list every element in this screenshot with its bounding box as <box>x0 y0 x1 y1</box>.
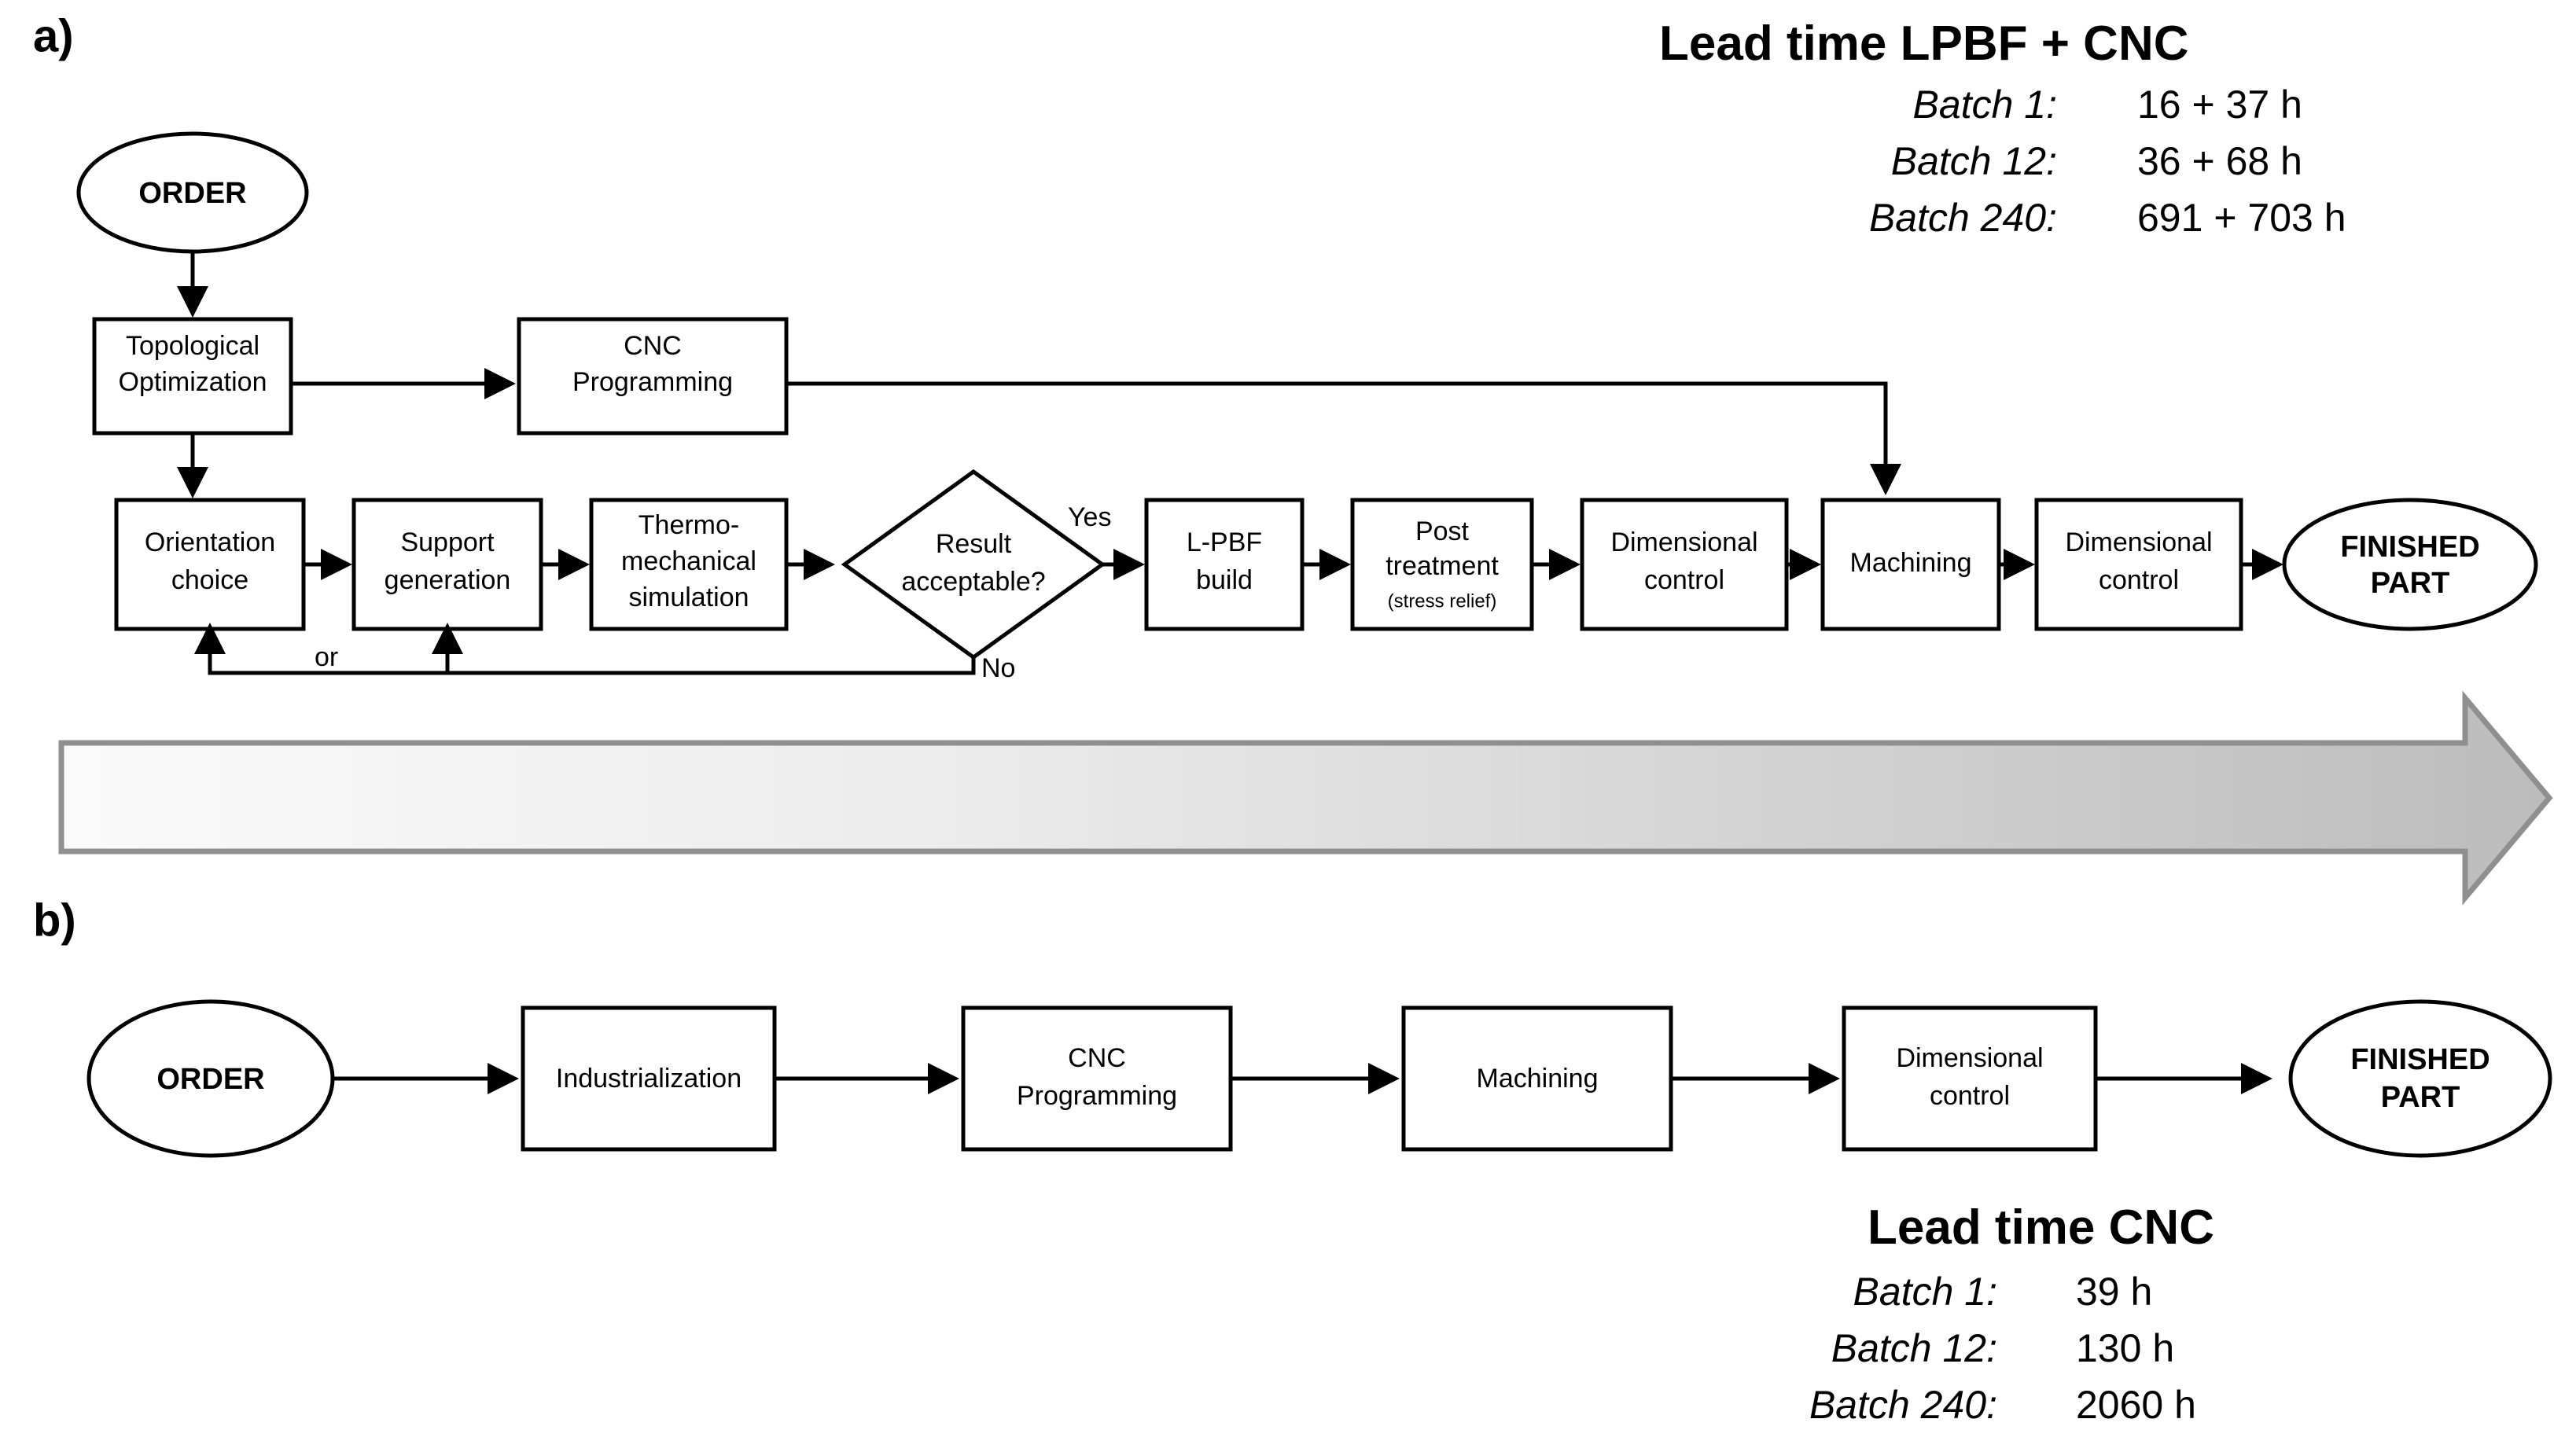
edge-dimensional-2-to-finished <box>2241 549 2283 580</box>
panel-a-letter: a) <box>33 10 74 61</box>
dimensional-control-a2-line1: Dimensional <box>2065 527 2212 557</box>
panel-b-letter: b) <box>33 895 76 946</box>
timeline-arrow <box>58 690 2553 906</box>
panel-b-end-node: FINISHED PART <box>2288 999 2552 1158</box>
edge-b-order-to-industrialization <box>333 1063 519 1094</box>
edge-label-yes: Yes <box>1068 502 1111 532</box>
node-industrialization: Industrialization <box>521 1005 777 1152</box>
edge-dimensional-1-to-machining <box>1787 549 1821 580</box>
orientation-choice-line1: Orientation <box>145 527 275 557</box>
lead-time-cnc-row-2-value: 2060 h <box>2076 1383 2196 1427</box>
node-cnc-programming-a: CNC Programming <box>517 317 789 436</box>
thermo-simulation-line3: simulation <box>628 583 749 612</box>
node-orientation-choice: Orientation choice <box>114 498 306 631</box>
lead-time-cnc-block: Lead time CNC Batch 1: 39 h Batch 12: 13… <box>1809 1200 2214 1427</box>
panel-a-end-node: FINISHED PART <box>2282 498 2538 631</box>
thermo-simulation-line1: Thermo- <box>638 510 739 540</box>
cnc-programming-b-line1: CNC <box>1068 1043 1126 1073</box>
edge-b-cnc-to-machining <box>1231 1063 1400 1094</box>
dimensional-control-a1-line1: Dimensional <box>1610 527 1757 557</box>
machining-a-label: Machining <box>1850 548 1972 578</box>
node-dimensional-control-a2: Dimensional control <box>2034 498 2243 631</box>
orientation-choice-line2: choice <box>171 565 248 595</box>
machining-b-label: Machining <box>1477 1064 1599 1094</box>
node-lpbf-build: L-PBF build <box>1144 498 1305 631</box>
edge-post-treatment-to-dimensional-1 <box>1532 549 1581 580</box>
cnc-programming-a-line2: Programming <box>572 367 733 397</box>
decision-line2: acceptable? <box>901 567 1045 597</box>
lpbf-build-line2: build <box>1196 565 1253 595</box>
node-cnc-programming-b: CNC Programming <box>961 1005 1233 1152</box>
dimensional-control-a2-line2: control <box>2099 565 2179 595</box>
edge-label-or: or <box>315 642 338 672</box>
cnc-programming-a-line1: CNC <box>624 331 682 361</box>
node-post-treatment: Post treatment (stress relief) <box>1350 498 1534 631</box>
panel-b-start-node-label: ORDER <box>156 1063 264 1096</box>
edge-topological-to-orientation <box>177 433 208 498</box>
lead-time-cnc-row-0-label: Batch 1: <box>1853 1270 1997 1314</box>
node-machining-a: Machining <box>1820 498 2001 631</box>
node-dimensional-control-a1: Dimensional control <box>1580 498 1789 631</box>
industrialization-label: Industrialization <box>556 1064 742 1094</box>
edge-label-no: No <box>981 653 1015 683</box>
panel-b-start-node: ORDER <box>86 999 335 1158</box>
panel-a-start-node-label: ORDER <box>138 177 246 210</box>
support-generation-line1: Support <box>400 527 495 557</box>
node-support-generation: Support generation <box>351 498 543 631</box>
edge-orientation-to-support <box>304 549 352 580</box>
decision-line1: Result <box>936 529 1012 559</box>
panel-b-end-node-line2: PART <box>2381 1081 2460 1114</box>
panel-a-start-node: ORDER <box>76 131 309 254</box>
edge-b-industrialization-to-cnc <box>775 1063 959 1094</box>
post-treatment-line1: Post <box>1415 516 1470 546</box>
dimensional-control-b-line2: control <box>1930 1081 2010 1111</box>
lead-time-lpbf-row-1-value: 36 + 68 h <box>2137 139 2302 183</box>
edge-thermo-to-decision <box>786 549 835 580</box>
edge-b-dimensional-to-finished <box>2096 1063 2272 1094</box>
node-decision-result-acceptable: Result acceptable? <box>841 469 1106 660</box>
edge-decision-yes: Yes <box>1068 502 1145 580</box>
node-dimensional-control-b: Dimensional control <box>1842 1005 2098 1152</box>
panel-b-end-node-line1: FINISHED <box>2350 1043 2490 1076</box>
edge-machining-to-dimensional-2 <box>1999 549 2035 580</box>
edge-decision-no-feedback: No or <box>194 623 1015 683</box>
lead-time-lpbf-row-2-label: Batch 240: <box>1869 196 2057 240</box>
panel-a-end-node-line1: FINISHED <box>2340 531 2479 564</box>
support-generation-line2: generation <box>385 565 511 595</box>
thermo-simulation-line2: mechanical <box>621 546 756 576</box>
dimensional-control-a1-line2: control <box>1644 565 1724 595</box>
lpbf-build-line1: L-PBF <box>1187 527 1262 557</box>
lead-time-lpbf-row-0-value: 16 + 37 h <box>2137 83 2302 127</box>
lead-time-cnc-row-1-value: 130 h <box>2076 1326 2174 1370</box>
edge-order-to-topological <box>177 252 208 318</box>
node-machining-b: Machining <box>1401 1005 1673 1152</box>
lead-time-cnc-title: Lead time CNC <box>1868 1200 2214 1255</box>
edge-cnc-programming-to-machining <box>786 381 1901 495</box>
edge-support-to-thermo <box>541 549 590 580</box>
lead-time-cnc-row-2-label: Batch 240: <box>1809 1383 1997 1427</box>
node-thermomechanical-simulation: Thermo- mechanical simulation <box>589 498 789 631</box>
lead-time-lpbf-row-1-label: Batch 12: <box>1891 139 2057 183</box>
post-treatment-line3: (stress relief) <box>1388 590 1497 612</box>
dimensional-control-b-line1: Dimensional <box>1896 1043 2043 1073</box>
panel-a-end-node-line2: PART <box>2371 567 2450 600</box>
topological-optimization-line2: Optimization <box>119 367 267 397</box>
edge-b-machining-to-dimensional <box>1671 1063 1840 1094</box>
cnc-programming-b-line2: Programming <box>1017 1081 1177 1111</box>
lead-time-cnc-row-1-label: Batch 12: <box>1831 1326 1997 1370</box>
lead-time-lpbf-row-2-value: 691 + 703 h <box>2137 196 2346 240</box>
edge-lpbf-to-post-treatment <box>1302 549 1351 580</box>
edge-topological-to-cnc-programming <box>291 368 516 399</box>
lead-time-lpbf-cnc-block: Lead time LPBF + CNC Batch 1: 16 + 37 h … <box>1659 17 2346 240</box>
lead-time-lpbf-row-0-label: Batch 1: <box>1913 83 2057 127</box>
topological-optimization-line1: Topological <box>126 331 259 361</box>
post-treatment-line2: treatment <box>1386 551 1499 581</box>
lead-time-cnc-row-0-value: 39 h <box>2076 1270 2152 1314</box>
lead-time-lpbf-cnc-title: Lead time LPBF + CNC <box>1659 17 2189 71</box>
node-topological-optimization: Topological Optimization <box>92 317 293 436</box>
